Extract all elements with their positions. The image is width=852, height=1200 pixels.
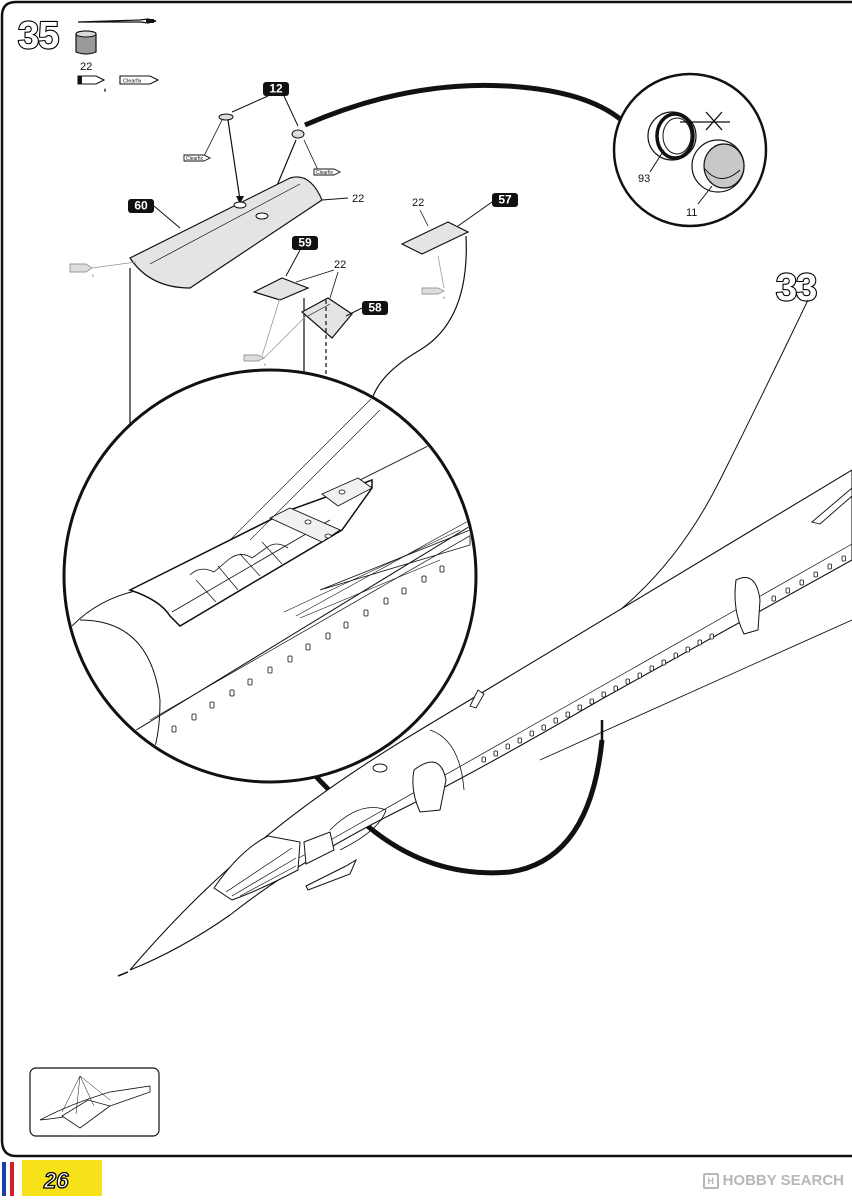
clearfix-tube-left: Clearfix [183, 154, 212, 162]
page-number: 26 [43, 1167, 69, 1193]
part-58-paint: 22 [334, 259, 346, 271]
cockpit-windows [303, 831, 335, 865]
glue-tube-58 [243, 354, 266, 366]
detail-circle-window: 93 11 [612, 72, 768, 228]
svg-text:60: 60 [134, 199, 148, 213]
part-59-tag: 59 [292, 236, 318, 250]
part-57-paint: 22 [412, 197, 424, 209]
part-57-arrow-line [369, 235, 467, 480]
part-60-panel [129, 176, 323, 289]
part-59-panel [252, 277, 310, 301]
cabin-windows [171, 555, 846, 763]
part-12-tag: 12 [263, 82, 289, 96]
glue-tube-60 [69, 263, 94, 277]
step-33-number: 33 [776, 267, 816, 309]
glue-tube-57 [421, 287, 446, 299]
glue-tube-icon [77, 75, 106, 92]
part-12-antenna-right [291, 129, 305, 139]
part-60-paint: 22 [352, 193, 364, 205]
part-58-panel [300, 297, 353, 339]
step-number: 35 [18, 15, 59, 57]
part-57-tag: 57 [492, 193, 518, 207]
clearfix-right-label: Clearfix [316, 170, 333, 176]
spine-opening [128, 478, 373, 627]
page-border [0, 0, 852, 1158]
svg-text:57: 57 [498, 193, 512, 207]
svg-text:59: 59 [298, 236, 312, 250]
paintbrush-icon [77, 18, 157, 24]
concorde-fuselage [117, 469, 852, 977]
paint-code: 22 [80, 61, 92, 73]
part-58-tag: 58 [362, 301, 388, 315]
clearfix-tube-icon: Clearfix [119, 75, 160, 85]
language-flag [2, 1162, 14, 1196]
part-93-ring [647, 111, 697, 161]
overview-thumbnail [29, 1067, 160, 1137]
step-33-leader [619, 299, 809, 611]
flag-white [6, 1162, 10, 1196]
clearfix-tube-right: Clearfix [313, 168, 342, 176]
nose-door-icon [372, 763, 388, 773]
part-57-panel [400, 221, 470, 255]
part-93-label: 93 [638, 173, 650, 185]
callout-arc-top [304, 82, 632, 130]
flag-red [10, 1162, 14, 1196]
svg-text:12: 12 [269, 82, 283, 96]
magnified-view-circle [62, 368, 478, 784]
part-11-label: 11 [686, 207, 697, 219]
watermark-logo-icon: H [702, 1172, 719, 1189]
part-11-window [691, 139, 745, 193]
clearfix-left-label: Clearfix [186, 156, 203, 162]
watermark: H HOBBY SEARCH [702, 1172, 844, 1189]
clearfix-label: Clearfix [123, 79, 142, 85]
paint-pot-icon [75, 30, 97, 55]
watermark-text: HOBBY SEARCH [722, 1172, 844, 1189]
part-12-antenna-left [218, 113, 234, 121]
flag-blue [2, 1162, 6, 1196]
no-glue-cross-icon [705, 111, 723, 131]
svg-text:58: 58 [368, 301, 382, 315]
part-60-tag: 60 [128, 199, 154, 213]
page-number-badge [22, 1160, 102, 1196]
